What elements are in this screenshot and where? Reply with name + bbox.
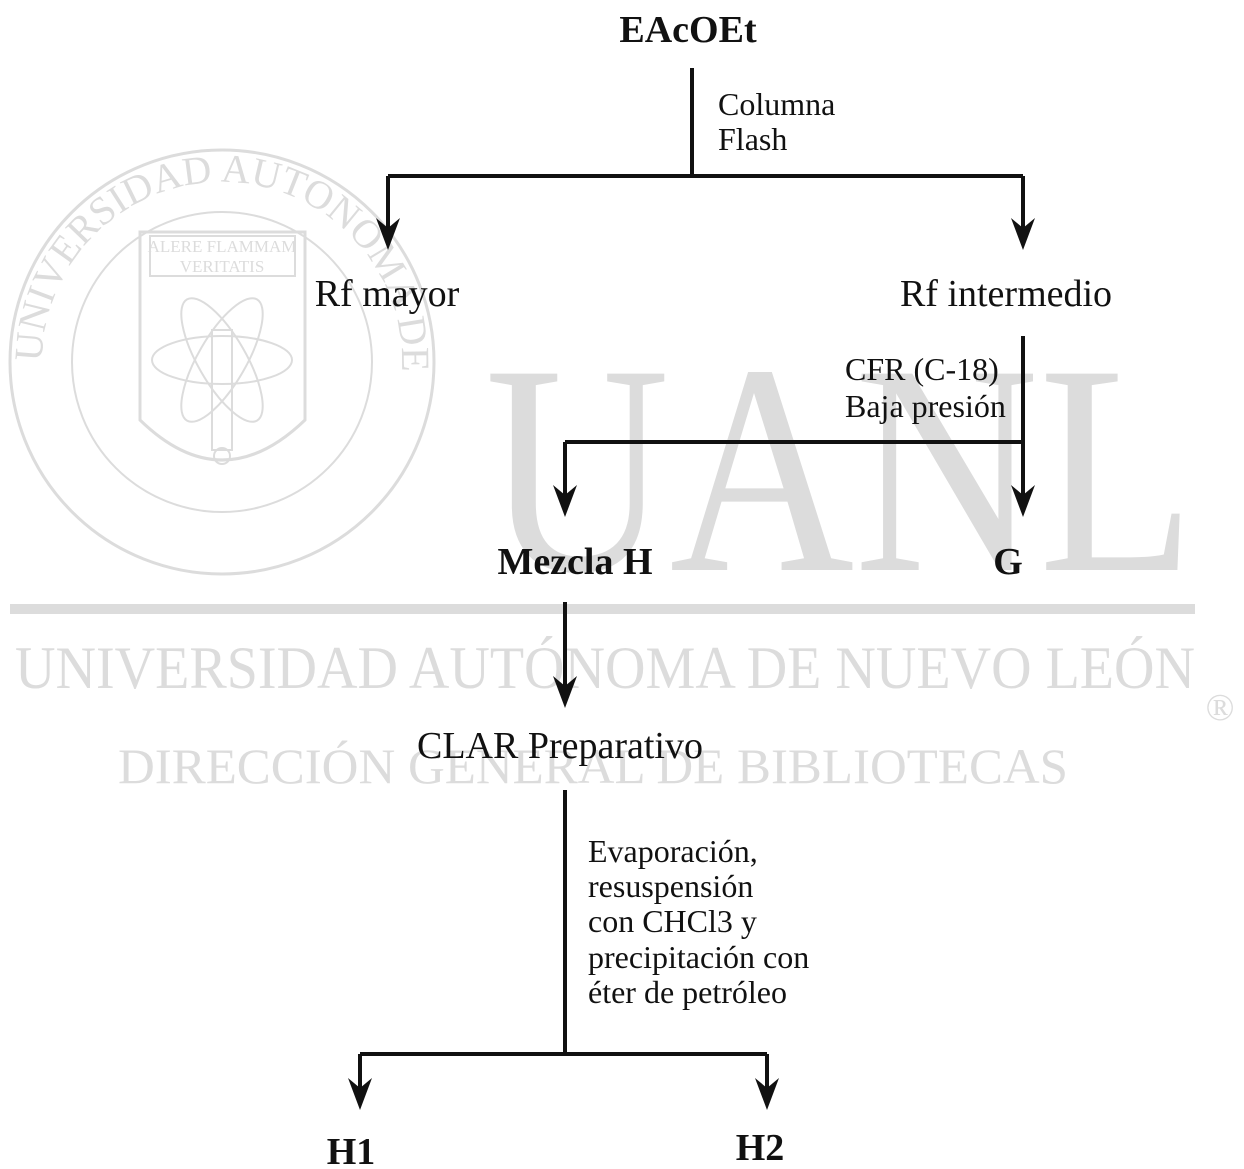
step2-line-1: CFR (C-18) — [845, 351, 999, 387]
arrow-to-rf-mayor — [376, 218, 400, 250]
node-root: EAcOEt — [619, 9, 757, 51]
arrow-to-g — [1011, 485, 1035, 517]
node-h1: H1 — [327, 1131, 376, 1169]
arrow-to-clar — [553, 676, 577, 708]
arrow-to-h1 — [348, 1078, 372, 1110]
watermark-library-name: DIRECCIÓN GENERAL DE BIBLIOTECAS — [118, 738, 1068, 794]
arrow-to-h2 — [755, 1078, 779, 1110]
node-mezcla-h: Mezcla H — [497, 541, 652, 583]
watermark-university-name: UNIVERSIDAD AUTÓNOMA DE NUEVO LEÓN — [15, 635, 1195, 701]
registered-mark: ® — [1206, 687, 1235, 729]
step3-line-5: éter de petróleo — [588, 974, 787, 1010]
node-h2: H2 — [736, 1127, 785, 1169]
watermark-rule — [10, 604, 1195, 614]
node-g: G — [993, 541, 1023, 583]
step1-line-2: Flash — [718, 121, 787, 157]
step3-line-1: Evaporación, — [588, 833, 758, 869]
arrow-to-mezcla-h — [553, 485, 577, 517]
watermark: UNIVERSIDAD AUTONOMA DE NUEVO LEON ALERE… — [0, 0, 1234, 794]
seal-motto-line-1: ALERE FLAMMAM — [148, 237, 297, 256]
watermark-big-letters: UANL — [485, 303, 1195, 635]
flow-nodes: EAcOEt Rf mayor Rf intermedio Mezcla H G… — [315, 9, 1112, 1169]
step3-line-3: con CHCl3 y — [588, 903, 757, 939]
node-rf-intermedio: Rf intermedio — [900, 273, 1112, 315]
step1-line-1: Columna — [718, 86, 835, 122]
step3-line-4: precipitación con — [588, 939, 809, 975]
seal-motto-line-2: VERITATIS — [180, 257, 265, 276]
step3-line-2: resuspensión — [588, 868, 753, 904]
node-rf-mayor: Rf mayor — [315, 273, 460, 315]
flow-connectors — [348, 68, 1035, 1110]
arrow-to-rf-intermedio — [1011, 218, 1035, 250]
node-clar-preparativo: CLAR Preparativo — [417, 725, 703, 767]
step2-line-2: Baja presión — [845, 388, 1006, 424]
step-annotations: Columna Flash CFR (C-18) Baja presión Ev… — [588, 86, 1006, 1010]
